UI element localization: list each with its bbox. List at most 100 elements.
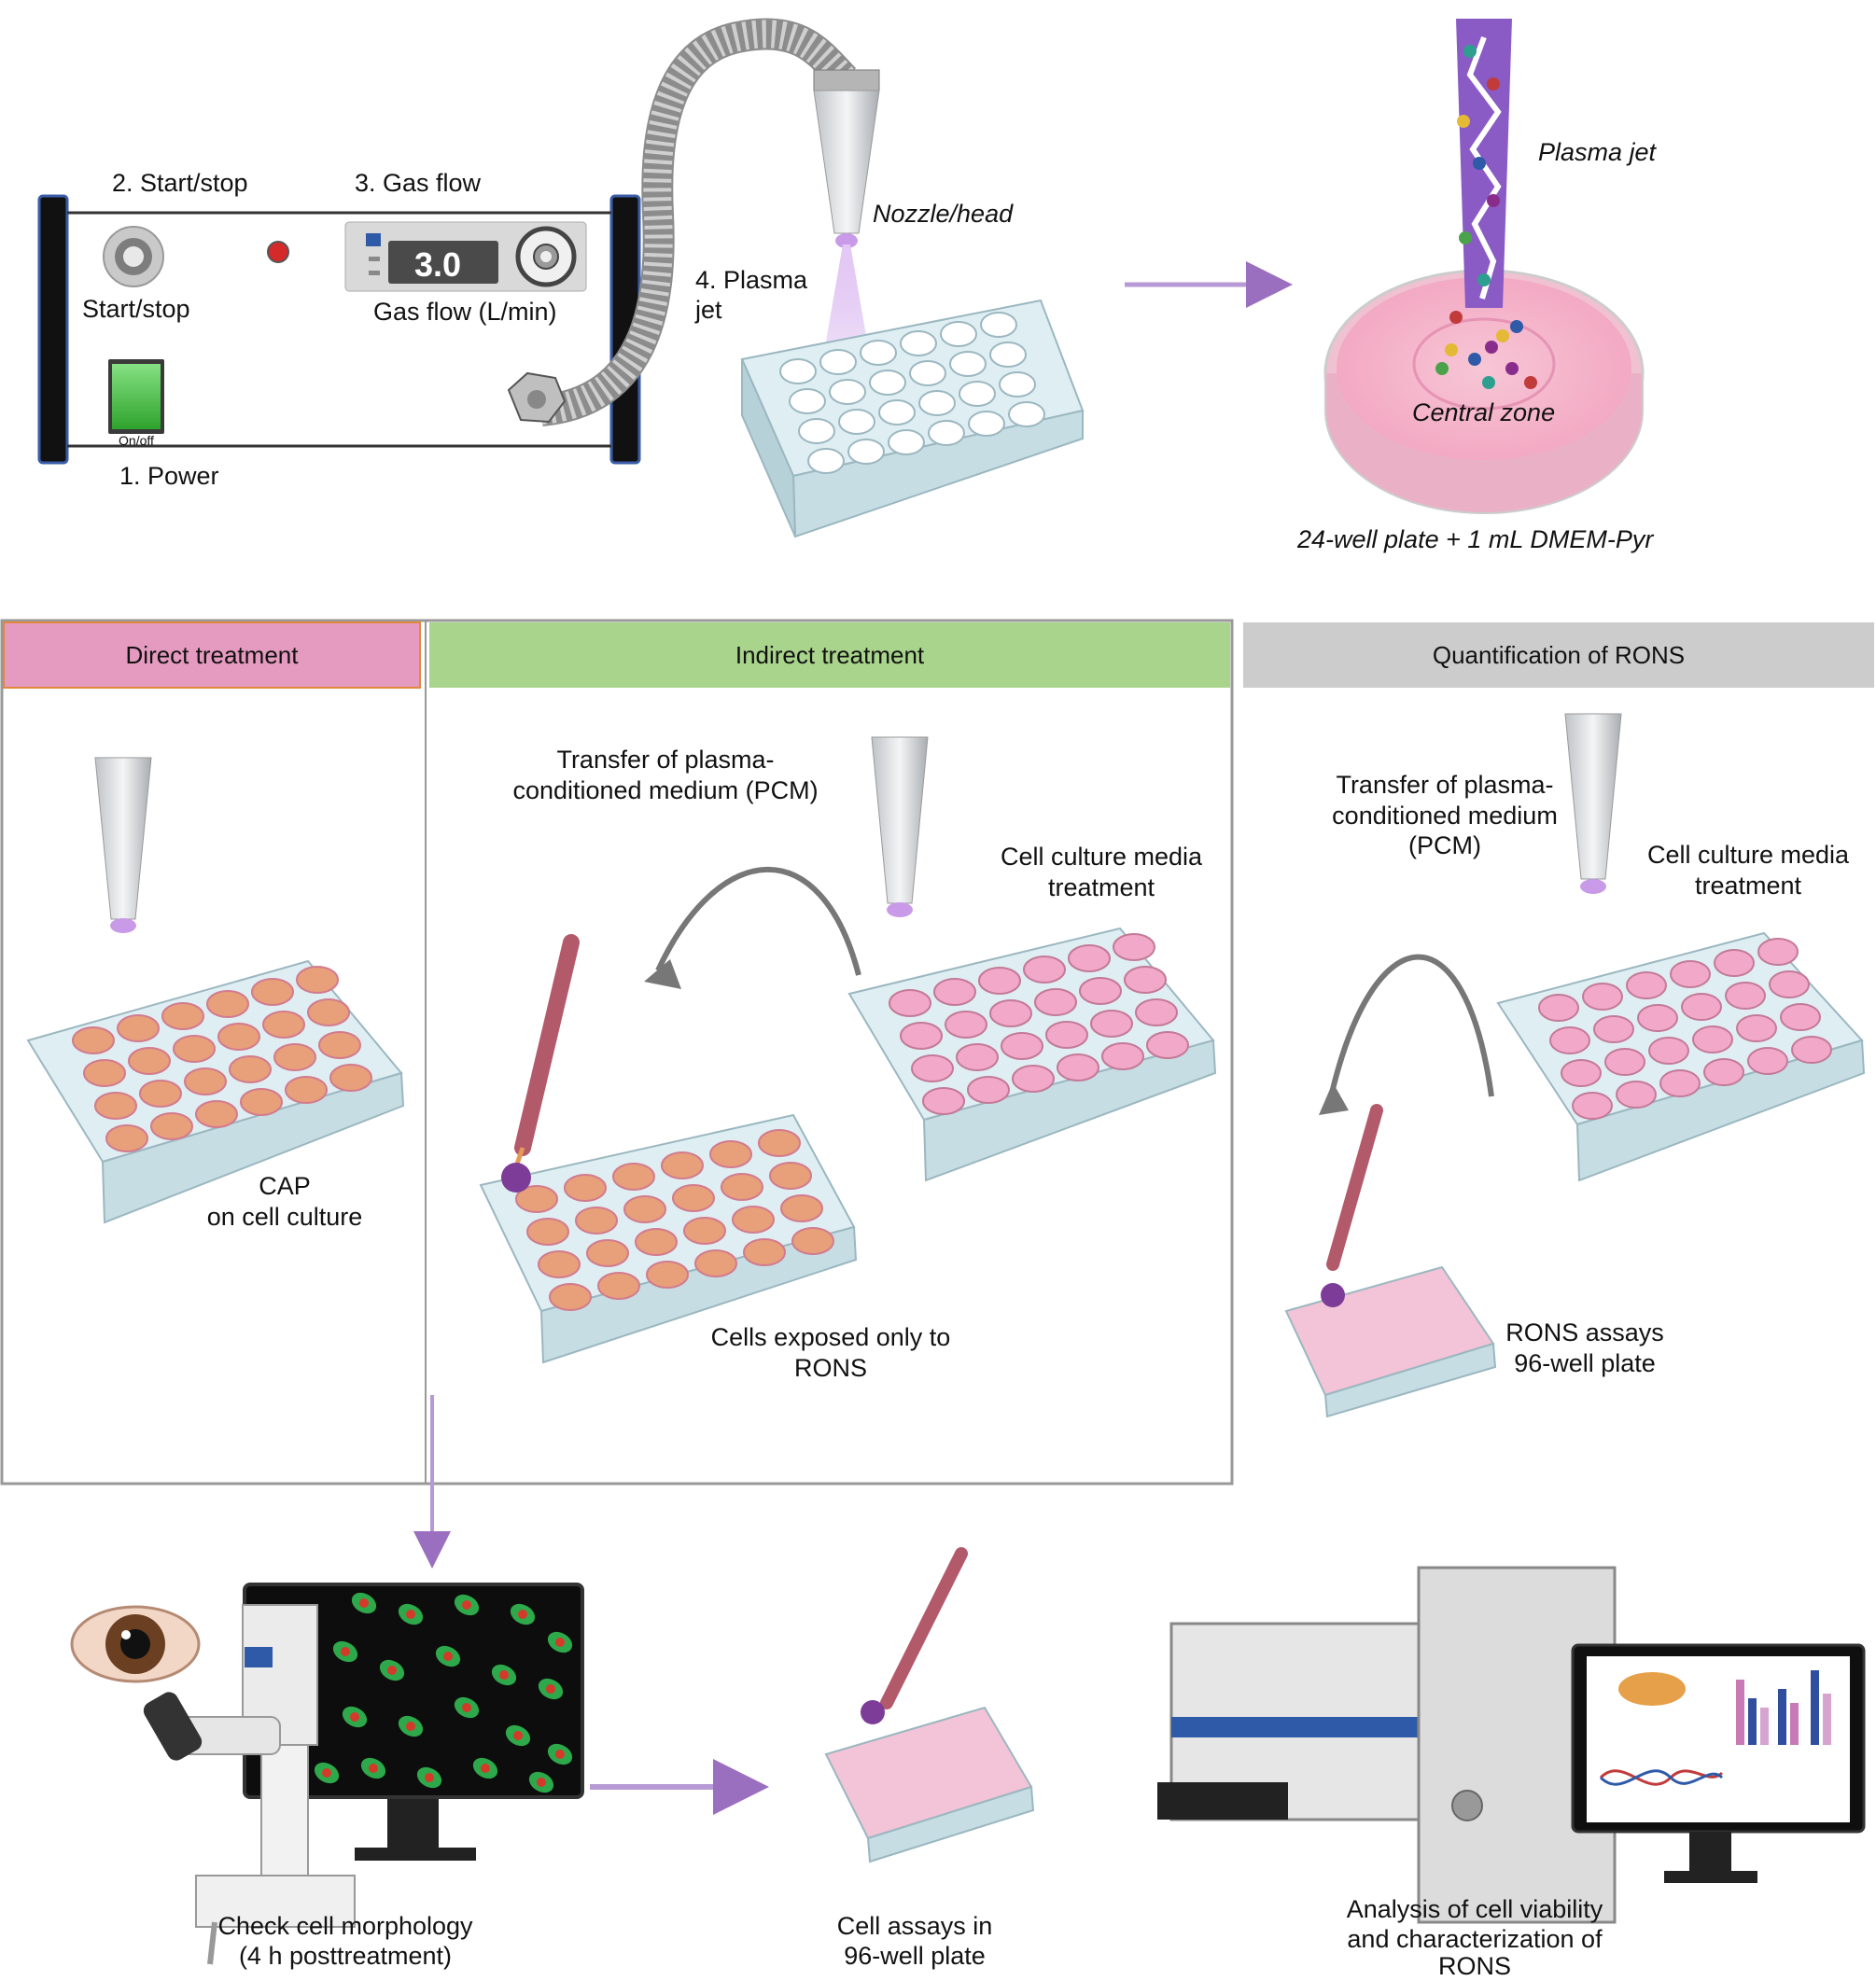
indirect-media-well: [1045, 1021, 1088, 1049]
indirect-media-well: [945, 1011, 987, 1039]
direct-nozzle: [94, 757, 152, 933]
indirect-media-well: [1113, 933, 1155, 961]
top-plate-well: [798, 418, 835, 444]
rons-media-well: [1747, 1047, 1788, 1075]
top-plate-well: [959, 381, 996, 407]
top-plate-well: [819, 349, 857, 375]
indirect-media-well: [1012, 1065, 1055, 1093]
direct-plate-well: [128, 1047, 171, 1075]
top-plate-well: [888, 429, 925, 455]
mini-chart-bar: [1823, 1694, 1831, 1745]
rons-nozzle: [1564, 713, 1622, 894]
indirect-cell-well: [586, 1239, 629, 1267]
indirect-cell-well: [791, 1227, 834, 1255]
dna-helix-strand: [1599, 1769, 1724, 1786]
indirect-cell-well: [575, 1207, 618, 1235]
rons-particle: [1485, 341, 1498, 354]
indirect-cell-well: [769, 1162, 812, 1190]
indirect-media-well: [1090, 1010, 1133, 1038]
plasma-jet-step-label-2: jet: [695, 296, 722, 324]
direct-plate-well: [72, 1026, 115, 1054]
indirect-transfer-1: Transfer of plasma-: [556, 746, 775, 774]
rons-media-well: [1572, 1092, 1613, 1120]
rons-pipette: [1321, 1104, 1383, 1307]
plasma-jet-step-label-1: 4. Plasma: [695, 266, 808, 294]
rons-header-bg: [1243, 622, 1874, 688]
direct-plate-wells: [72, 966, 372, 1152]
cell-nucleus: [537, 1778, 546, 1787]
indirect-media-1: Cell culture media: [1000, 843, 1203, 871]
top-plate-well: [847, 439, 885, 465]
cell-nucleus: [359, 1598, 369, 1608]
direct-plate-well: [296, 966, 339, 994]
cell-nucleus: [406, 1722, 415, 1731]
cell-nucleus: [462, 1703, 471, 1712]
top-plate-well: [918, 390, 956, 416]
indirect-media-well: [989, 999, 1032, 1027]
rons-particle: [1487, 194, 1500, 207]
rons-particle: [1505, 362, 1519, 375]
indirect-exposed-2: RONS: [793, 1354, 867, 1382]
start-stop-button-graphic[interactable]: [103, 226, 164, 287]
direct-plate-well: [117, 1014, 160, 1042]
indirect-cell-well: [758, 1129, 801, 1157]
top-plate-well: [940, 321, 977, 347]
direct-plate-well: [318, 1031, 361, 1059]
direct-plate-well: [262, 1011, 305, 1039]
cell-nucleus: [513, 1731, 523, 1740]
direct-plate-well: [329, 1064, 372, 1092]
indirect-media-well: [1124, 966, 1167, 994]
top-plate-well: [860, 340, 897, 366]
direct-plate-well: [195, 1100, 238, 1128]
rons-media-well: [1593, 1015, 1634, 1043]
indirect-cell-well: [780, 1194, 823, 1222]
rons-particle: [1473, 157, 1486, 170]
rons-media-well: [1692, 1025, 1733, 1053]
indirect-media-well: [911, 1054, 954, 1082]
rons-media-well: [1561, 1059, 1602, 1087]
gasflow-display-value: 3.0: [413, 245, 462, 284]
cell-nucleus: [518, 1610, 527, 1619]
indirect-media-well: [1101, 1042, 1144, 1070]
direct-caption-2: on cell culture: [206, 1203, 363, 1231]
gas-flow-knob[interactable]: [515, 226, 577, 287]
rons-media-well: [1757, 938, 1799, 966]
mini-chart-bar: [1811, 1670, 1819, 1745]
top-plate-well: [829, 379, 866, 405]
direct-plate-well: [150, 1112, 193, 1140]
top-plate-well: [928, 420, 965, 446]
rons-assay-2: 96-well plate: [1514, 1349, 1656, 1377]
indirect-media-well: [933, 978, 976, 1006]
rons-media-well: [1637, 1004, 1678, 1032]
top-plate-well: [869, 370, 906, 396]
rons-media-well: [1703, 1058, 1744, 1086]
nozzle-label: Nozzle/head: [873, 200, 1014, 228]
top-plate-well: [968, 411, 1005, 437]
indirect-cell-well: [732, 1206, 775, 1234]
indirect-media-well: [889, 989, 931, 1017]
direct-plate-well: [139, 1080, 182, 1108]
indirect-media-well: [1034, 988, 1077, 1016]
direct-caption-1: CAP: [259, 1172, 311, 1200]
indirect-cell-well: [661, 1151, 704, 1179]
top-plate-well: [838, 409, 875, 435]
power-switch[interactable]: [108, 359, 164, 434]
cell-nucleus: [387, 1666, 397, 1675]
indicator-led: [267, 241, 289, 263]
indirect-media-well: [1001, 1032, 1043, 1060]
cell-nucleus: [350, 1712, 359, 1722]
indirect-cell-well: [538, 1250, 581, 1278]
startstop-button-label: Start/stop: [82, 295, 190, 323]
indirect-cell-well: [683, 1217, 726, 1245]
top-plate-well: [989, 342, 1027, 368]
mini-chart-bar: [1748, 1698, 1757, 1745]
rons-particle: [1487, 77, 1500, 91]
indirect-treatment-header: Indirect treatment: [735, 640, 925, 669]
indirect-cell-well: [635, 1228, 678, 1256]
cell-nucleus: [322, 1768, 331, 1778]
direct-plate-well: [206, 990, 249, 1018]
indirect-pipette: [501, 934, 580, 1193]
rons-transfer-1: Transfer of plasma-: [1336, 771, 1554, 799]
bottom-96-well-plate: [824, 1706, 1035, 1863]
